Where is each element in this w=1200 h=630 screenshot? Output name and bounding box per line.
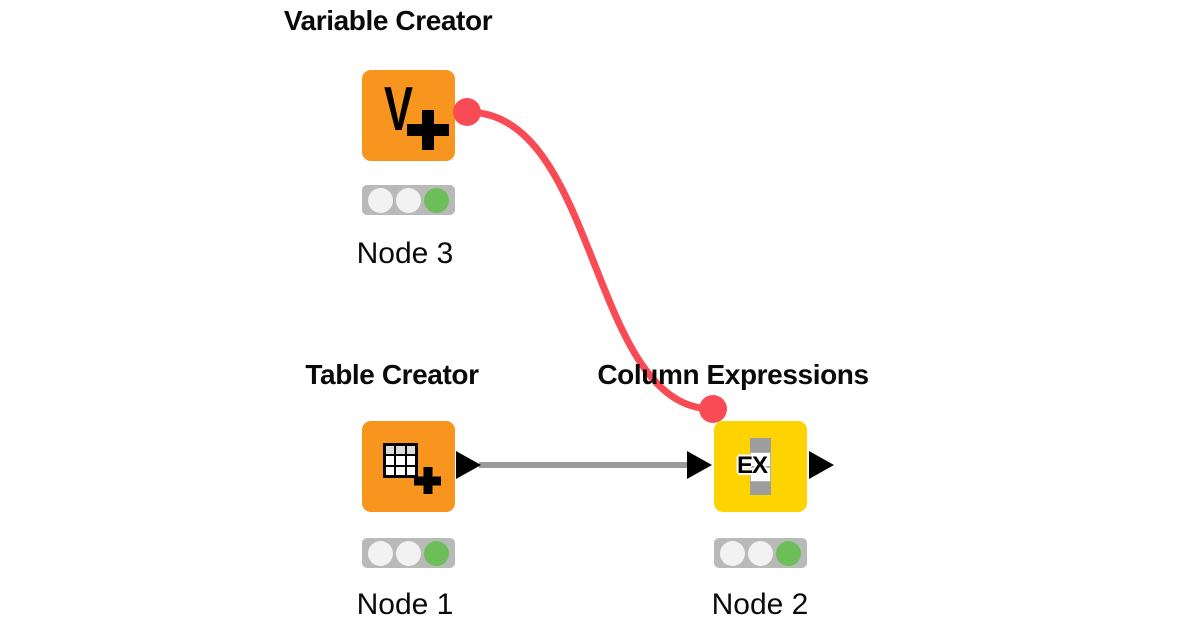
data-output-port[interactable] bbox=[809, 451, 834, 479]
node-title-column-expressions: Column Expressions bbox=[597, 359, 869, 390]
ex-column-icon bbox=[750, 438, 771, 495]
status-light bbox=[396, 540, 421, 566]
flow-variable-input-port[interactable] bbox=[699, 395, 727, 423]
plus-icon bbox=[407, 110, 449, 150]
data-output-port[interactable] bbox=[456, 451, 481, 479]
node-label[interactable]: Node 2 bbox=[711, 588, 809, 621]
node-table-creator[interactable] bbox=[362, 421, 455, 512]
flow-variable-output-port[interactable] bbox=[453, 98, 481, 126]
node-label[interactable]: Node 1 bbox=[356, 588, 454, 621]
status-light bbox=[368, 187, 393, 213]
status-light bbox=[720, 540, 745, 566]
node-status-traffic-light bbox=[714, 538, 807, 568]
flow-variable-connection[interactable] bbox=[463, 108, 717, 413]
status-light-green bbox=[776, 540, 801, 566]
status-light bbox=[396, 187, 421, 213]
node-title-table-creator: Table Creator bbox=[305, 359, 479, 390]
status-light-green bbox=[424, 540, 449, 566]
node-title-variable-creator: Variable Creator bbox=[283, 5, 493, 36]
status-light bbox=[368, 540, 393, 566]
status-light bbox=[748, 540, 773, 566]
status-light-green bbox=[424, 187, 449, 213]
ex-icon-text: EX bbox=[737, 452, 768, 479]
table-plus-icon bbox=[383, 443, 418, 478]
node-variable-creator[interactable]: V bbox=[362, 70, 455, 161]
data-input-port[interactable] bbox=[687, 451, 712, 479]
plus-icon bbox=[414, 467, 441, 494]
node-label[interactable]: Node 3 bbox=[356, 237, 454, 270]
node-column-expressions[interactable]: EX bbox=[714, 421, 807, 512]
node-status-traffic-light bbox=[362, 185, 455, 215]
node-status-traffic-light bbox=[362, 538, 455, 568]
